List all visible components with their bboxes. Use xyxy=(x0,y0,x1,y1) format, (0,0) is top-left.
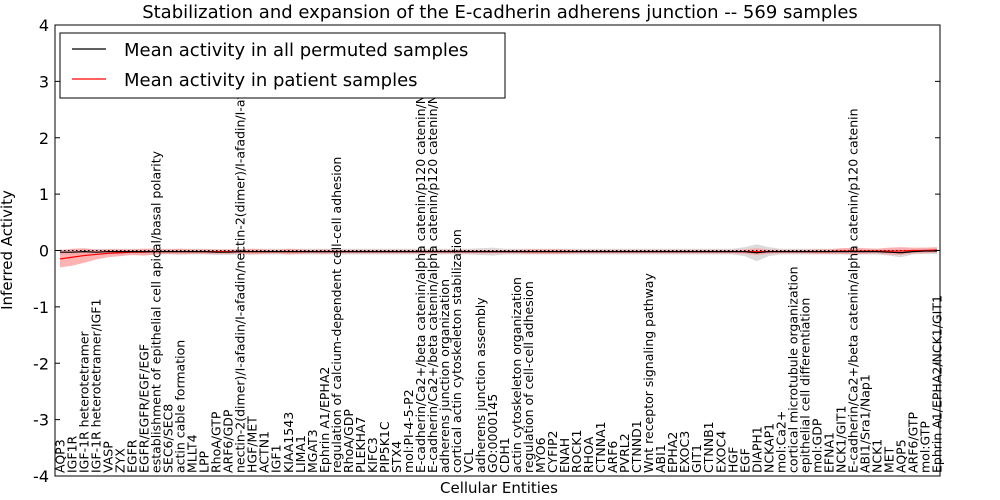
x-tick-label: epithelial cell differentiation xyxy=(797,298,812,473)
x-tick-label: EGFR/EGFR/EGF/EGF xyxy=(137,344,152,473)
x-tick-label: LIMA1 xyxy=(293,435,308,473)
x-tick-label: MGAT3 xyxy=(305,429,320,473)
x-tick-label: CDH1 xyxy=(497,437,512,473)
x-tick-label: EGF xyxy=(737,448,752,473)
x-tick-label: mol:GTP xyxy=(917,421,932,473)
y-axis-label: Inferred Activity xyxy=(0,190,16,310)
x-tick-label: ARF6 xyxy=(605,441,620,473)
x-tick-label: actin cytoskeleton organization xyxy=(509,277,524,473)
x-tick-label: EGFR xyxy=(125,439,140,473)
x-tick-label: regulation of cell-cell adhesion xyxy=(521,281,536,473)
x-tick-label: E-cadherin/Ca2+/beta catenin/alpha caten… xyxy=(845,108,860,473)
x-tick-label: MLLT4 xyxy=(185,434,200,473)
x-tick-label: IGF1R xyxy=(65,435,80,473)
x-tick-label: Ephrin A1/EPHA2 xyxy=(317,367,332,473)
x-tick-label: GIT1 xyxy=(689,444,704,473)
x-tick-label: RhoA/GTP xyxy=(209,411,224,473)
x-tick-label: actin cable formation xyxy=(173,340,188,473)
x-tick-label: PIP5K1C xyxy=(377,421,392,473)
x-tick-label: E-cadherin/Ca2+/beta catenin/alpha caten… xyxy=(425,87,440,473)
x-tick-label: HGF xyxy=(725,447,740,473)
x-tick-label: establishment of epithelial cell apical/… xyxy=(149,150,164,473)
y-tick-label: 2 xyxy=(39,129,49,148)
x-tick-label: ARF6/GTP xyxy=(905,412,920,473)
x-tick-label: CYFIP2 xyxy=(545,430,560,473)
x-tick-label: RHOA xyxy=(581,436,596,473)
x-tick-label: IGF1 xyxy=(269,444,284,473)
x-tick-label: mol:GDP xyxy=(809,418,824,473)
x-tick-label: IGF-1R heterotetramer xyxy=(77,330,92,473)
y-tick-label: 4 xyxy=(39,16,49,35)
x-tick-label: Ephrin A1/EPHA2/NCK1/GIT1 xyxy=(930,295,945,473)
y-tick-label: -3 xyxy=(33,411,49,430)
x-tick-label: ENAH xyxy=(557,438,572,473)
x-tick-label: ARF6/GDP xyxy=(221,409,236,473)
x-tick-label: RhoA/GDP xyxy=(341,409,356,473)
x-tick-label: ABI1/Sra1/Nap1 xyxy=(857,374,872,473)
legend-box xyxy=(59,32,506,99)
x-tick-label: MYO6 xyxy=(533,437,548,473)
x-tick-label: EFNA1 xyxy=(821,432,836,473)
x-tick-label: CTNNA1 xyxy=(593,421,608,473)
x-tick-label: AQP3 xyxy=(53,439,68,473)
legend: Mean activity in all permuted samples Me… xyxy=(59,32,506,99)
y-tick-label: -2 xyxy=(33,354,49,373)
x-tick-label: EXOC4 xyxy=(713,431,728,473)
x-tick-label: GO:0000145 xyxy=(485,394,500,473)
x-tick-label: CTNNB1 xyxy=(701,421,716,473)
x-tick-label: LPP xyxy=(197,450,212,473)
x-tick-label: NCK1/GIT1 xyxy=(833,406,848,473)
x-axis-label: Cellular Entities xyxy=(440,479,558,497)
x-tick-label: ZYX xyxy=(113,448,128,473)
x-tick-label: nectin-2(dimer)/I-afadin/I-afadin/nectin… xyxy=(233,68,248,473)
x-tick-label: ACTN1 xyxy=(257,431,272,473)
y-tick-label: 1 xyxy=(39,185,49,204)
x-tick-label: NCKAP1 xyxy=(761,423,776,473)
x-tick-label: DIAPH1 xyxy=(749,426,764,473)
x-tick-label: adherens junction organization xyxy=(437,279,452,473)
x-tick-label: HGF/MET xyxy=(245,416,260,473)
x-tick-label: IGF-1R heterotetramer/IGF1 xyxy=(89,299,104,473)
x-tick-label: EXOC3 xyxy=(677,431,692,473)
x-tick-label: regulation of calcium-dependent cell-cel… xyxy=(329,157,344,473)
x-tick-label: KIFC3 xyxy=(365,437,380,473)
series-line-permuted xyxy=(60,250,937,254)
chart-title: Stabilization and expansion of the E-cad… xyxy=(142,2,858,23)
legend-label-patient: Mean activity in patient samples xyxy=(124,70,418,91)
x-tick-label: VASP xyxy=(101,441,116,473)
x-tick-label: PVRL2 xyxy=(617,433,632,473)
x-tick-label: CTNND1 xyxy=(629,420,644,473)
x-tick-label: PLEKHA7 xyxy=(353,416,368,473)
y-tick-label: 0 xyxy=(39,242,49,261)
x-tick-label: AQP5 xyxy=(893,439,908,473)
x-tick-label: STX4 xyxy=(389,441,404,473)
y-tick-label: -4 xyxy=(33,467,49,486)
x-tick-label: mol:Ca2+ xyxy=(773,411,788,473)
y-tick-label: -1 xyxy=(33,298,49,317)
x-tick-label: ROCK1 xyxy=(569,430,584,473)
x-tick-label: SEC6/SEC8 xyxy=(161,404,176,473)
x-tick-label: Wnt receptor signaling pathway xyxy=(641,273,656,473)
legend-label-permuted: Mean activity in all permuted samples xyxy=(124,40,468,61)
x-tick-label: NCK1 xyxy=(869,439,884,473)
x-tick-label: adherens junction assembly xyxy=(473,297,488,473)
x-tick-label: EPHA2 xyxy=(665,432,680,473)
x-tick-label: cortical microtubule organization xyxy=(785,266,800,473)
x-tick-label: mol:PI-4-5-P2 xyxy=(401,389,416,473)
x-tick-label: KIAA1543 xyxy=(281,412,296,473)
x-tick-label: MET xyxy=(881,446,896,473)
x-tick-label: ABI1 xyxy=(653,444,668,473)
y-tick-label: 3 xyxy=(39,72,49,91)
x-tick-label: cortical actin cytoskeleton stabilizatio… xyxy=(449,229,464,473)
x-tick-label: E-cadherin/Ca2+/beta catenin/alpha caten… xyxy=(413,87,428,473)
x-tick-label: VCL xyxy=(461,449,476,473)
